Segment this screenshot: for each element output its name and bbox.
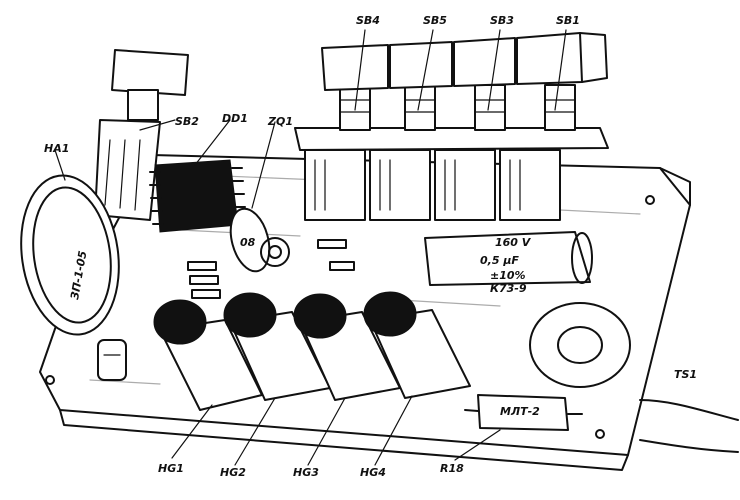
resistor-marking: МЛТ-2 — [500, 405, 540, 418]
leader-lines — [54, 29, 567, 466]
capacitor-value: 0,5 μF — [480, 254, 519, 267]
toroid-transformer — [529, 302, 631, 388]
label-sb1: SB1 — [556, 14, 580, 27]
resistor-r18: МЛТ-2 — [464, 394, 583, 431]
label-hg4: HG4 — [360, 466, 386, 479]
cable-ts1 — [639, 399, 739, 453]
label-hg1: HG1 — [158, 462, 184, 475]
label-hg2: HG2 — [220, 466, 246, 479]
label-hg3: HG3 — [293, 466, 319, 479]
label-sb2: SB2 — [175, 115, 199, 128]
label-zq1: ZQ1 — [267, 115, 293, 128]
label-r18: R18 — [440, 462, 464, 475]
switch-body-sb3 — [434, 149, 496, 221]
label-ha1: HA1 — [44, 142, 69, 155]
film-capacitor: 160 V 0,5 μF ±10% К73-9 — [424, 231, 593, 295]
label-sb5: SB5 — [423, 14, 447, 27]
label-sb4: SB4 — [356, 14, 380, 27]
quartz-zq1: 08 — [229, 207, 290, 273]
label-ts1: TS1 — [674, 368, 697, 381]
resistor-array — [187, 239, 355, 299]
tube-hg1 — [153, 299, 263, 411]
tube-hg3 — [293, 293, 401, 401]
label-sb3: SB3 — [490, 14, 514, 27]
switch-body-sb4 — [304, 149, 366, 221]
button-switch-block — [294, 32, 609, 221]
tube-hg4 — [363, 291, 471, 399]
speaker-ha1: ЗП-1-05 — [20, 174, 120, 336]
switch-body-sb1 — [499, 149, 561, 221]
quartz-marking: 08 — [240, 236, 256, 249]
small-capacitor — [97, 339, 127, 381]
switch-sb2 — [94, 49, 189, 221]
capacitor-voltage: 160 V — [495, 236, 532, 249]
capacitor-type: К73-9 — [490, 282, 527, 295]
switch-body-sb5 — [369, 149, 431, 221]
capacitor-tolerance: ±10% — [490, 269, 526, 282]
component-labels: SB4 SB5 SB3 SB1 SB2 DD1 ZQ1 HA1 HG1 HG2 … — [44, 14, 697, 479]
label-dd1: DD1 — [222, 112, 248, 125]
